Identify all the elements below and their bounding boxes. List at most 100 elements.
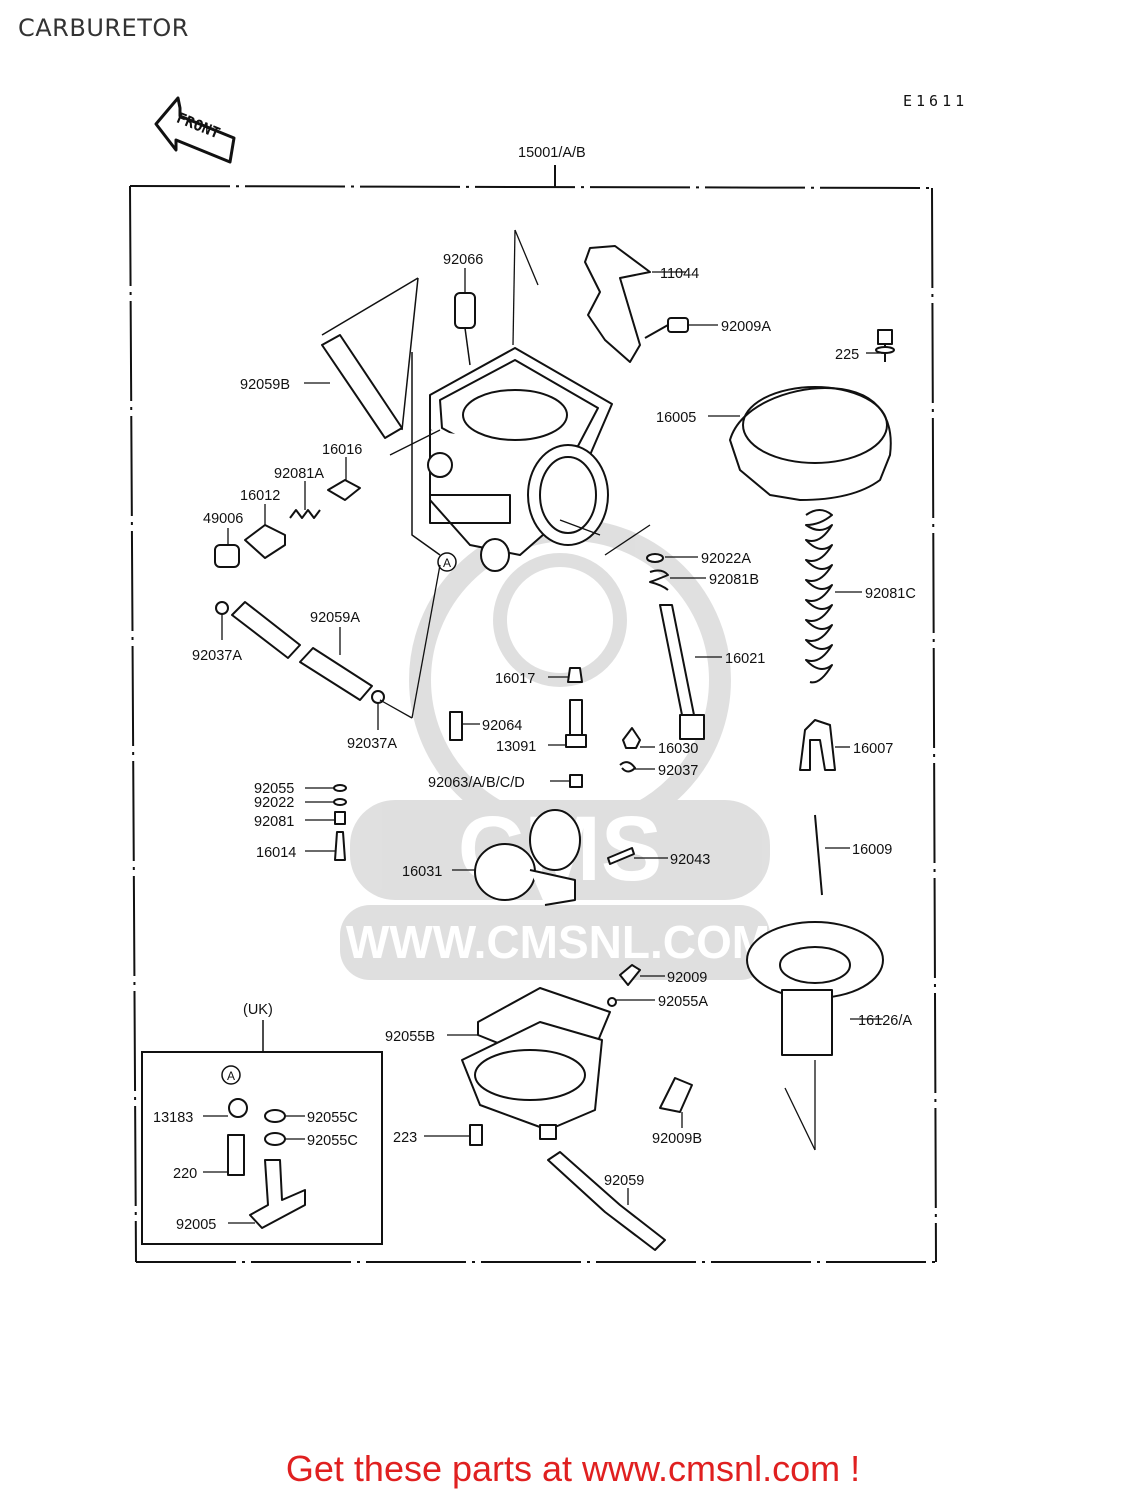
part-label-16126a: 16126/A: [858, 1013, 912, 1029]
uk-part-92005-drawing: [249, 1159, 306, 1229]
part-label-92081a: 92081A: [274, 466, 324, 482]
part-label-92037a-left: 92037A: [192, 648, 242, 664]
page-title: CARBURETOR: [18, 14, 189, 42]
part-16030-drawing: [622, 727, 641, 749]
part-label-92066: 92066: [443, 252, 483, 268]
part-label-16012: 16012: [240, 488, 280, 504]
part-92009a-drawing: [644, 317, 689, 339]
part-label-92059: 92059: [604, 1173, 644, 1189]
part-label-92009: 92009: [667, 970, 707, 986]
part-label-92022a: 92022A: [701, 551, 751, 567]
part-92081b-drawing: [649, 569, 669, 591]
part-label-92064: 92064: [482, 718, 522, 734]
part-label-16021: 16021: [725, 651, 765, 667]
part-label-92081: 92081: [254, 814, 294, 830]
part-49006-drawing: [214, 544, 240, 568]
part-label-16016: 16016: [322, 442, 362, 458]
part-label-92005: 92005: [176, 1217, 216, 1233]
float-bowl-drawing: [461, 1021, 603, 1140]
part-92009-drawing: [619, 964, 641, 986]
part-label-16031: 16031: [402, 864, 442, 880]
part-label-220: 220: [173, 1166, 197, 1182]
part-label-16030: 16030: [658, 741, 698, 757]
part-label-92055b: 92055B: [385, 1029, 435, 1045]
part-13091-drawing: [565, 699, 587, 748]
part-92063-drawing: [569, 774, 583, 788]
part-92064-drawing: [449, 711, 463, 741]
part-92059a-drawing: [215, 601, 385, 704]
part-92009b-drawing: [659, 1077, 693, 1113]
parts-diagram: CMS WWW.CMSNL.COM FRONT 15001/A/B (UK): [129, 96, 937, 1263]
uk-part-92055c-1-drawing: [264, 1109, 286, 1123]
part-label-92081b: 92081B: [709, 572, 759, 588]
circle-marker-main: A: [437, 552, 457, 572]
part-label-16005: 16005: [656, 410, 696, 426]
part-label-13183: 13183: [153, 1110, 193, 1126]
part-label-92043: 92043: [670, 852, 710, 868]
part-16009-drawing: [814, 814, 823, 896]
part-label-16007: 16007: [853, 741, 893, 757]
part-label-11044: 11044: [660, 266, 699, 282]
part-label-92009b: 92009B: [652, 1131, 702, 1147]
part-label-92055a: 92055A: [658, 994, 708, 1010]
svg-text:A: A: [227, 1069, 235, 1083]
part-label-13091: 13091: [496, 739, 536, 755]
watermark-text: WWW.CMSNL.COM: [346, 916, 770, 968]
assembly-frame: [129, 165, 937, 1263]
uk-box: (UK): [141, 1002, 383, 1245]
part-16126a-drawing: [746, 921, 884, 1056]
part-16021-drawing: [659, 604, 705, 740]
assembly-label: 15001/A/B: [518, 145, 586, 161]
part-92059b-drawing: [321, 277, 419, 439]
part-label-223: 223: [393, 1130, 417, 1146]
part-92081-drawing: [334, 811, 346, 825]
get-parts-link[interactable]: Get these parts at www.cmsnl.com !: [285, 1448, 861, 1489]
part-label-92055c-1: 92055C: [307, 1110, 358, 1126]
part-92081c-drawing: [805, 509, 833, 684]
guide-lines: [379, 229, 816, 1151]
leader-lines: [203, 268, 883, 1224]
part-92055a-drawing: [607, 997, 617, 1007]
svg-text:A: A: [443, 556, 451, 570]
part-92059-drawing: [547, 1151, 666, 1251]
uk-part-92055c-2-drawing: [264, 1132, 286, 1146]
part-16012-drawing: [244, 524, 286, 559]
part-16014-drawing: [334, 831, 346, 861]
part-92055-drawing: [333, 784, 347, 792]
part-label-92022: 92022: [254, 795, 294, 811]
part-label-92055c-2: 92055C: [307, 1133, 358, 1149]
part-label-16017: 16017: [495, 671, 535, 687]
front-arrow: FRONT: [154, 96, 236, 164]
uk-part-13183-drawing: [228, 1098, 248, 1118]
part-16007-drawing: [799, 719, 836, 771]
part-92037-drawing: [619, 761, 636, 773]
part-label-16009: 16009: [852, 842, 892, 858]
circle-marker-uk: A: [221, 1065, 241, 1085]
part-label-92037: 92037: [658, 763, 698, 779]
part-16017-drawing: [567, 667, 583, 683]
part-92081a-drawing: [289, 509, 321, 519]
uk-label: (UK): [243, 1002, 273, 1018]
uk-part-220-drawing: [227, 1134, 245, 1176]
part-label-92055: 92055: [254, 781, 294, 797]
carburetor-body: [411, 347, 613, 572]
part-label-16014: 16014: [256, 845, 296, 861]
part-label-225: 225: [835, 347, 859, 363]
part-label-92081c: 92081C: [865, 586, 916, 602]
part-label-92037a-right: 92037A: [347, 736, 397, 752]
part-16016-drawing: [327, 479, 361, 501]
part-label-92059a: 92059A: [310, 610, 360, 626]
part-label-49006: 49006: [203, 511, 243, 527]
part-92043-drawing: [607, 847, 635, 865]
part-223-drawing: [469, 1124, 483, 1146]
part-16031-drawing: [474, 809, 581, 906]
part-16005-drawing: [729, 386, 892, 501]
watermark: CMS WWW.CMSNL.COM: [340, 519, 770, 980]
part-92066-drawing: [454, 292, 476, 366]
part-label-92009a: 92009A: [721, 319, 771, 335]
part-label-92059b: 92059B: [240, 377, 290, 393]
part-label-92063: 92063/A/B/C/D: [428, 775, 525, 791]
part-92022a-drawing: [646, 553, 664, 563]
part-11044-drawing: [584, 245, 651, 363]
part-225-drawing: [875, 329, 895, 362]
